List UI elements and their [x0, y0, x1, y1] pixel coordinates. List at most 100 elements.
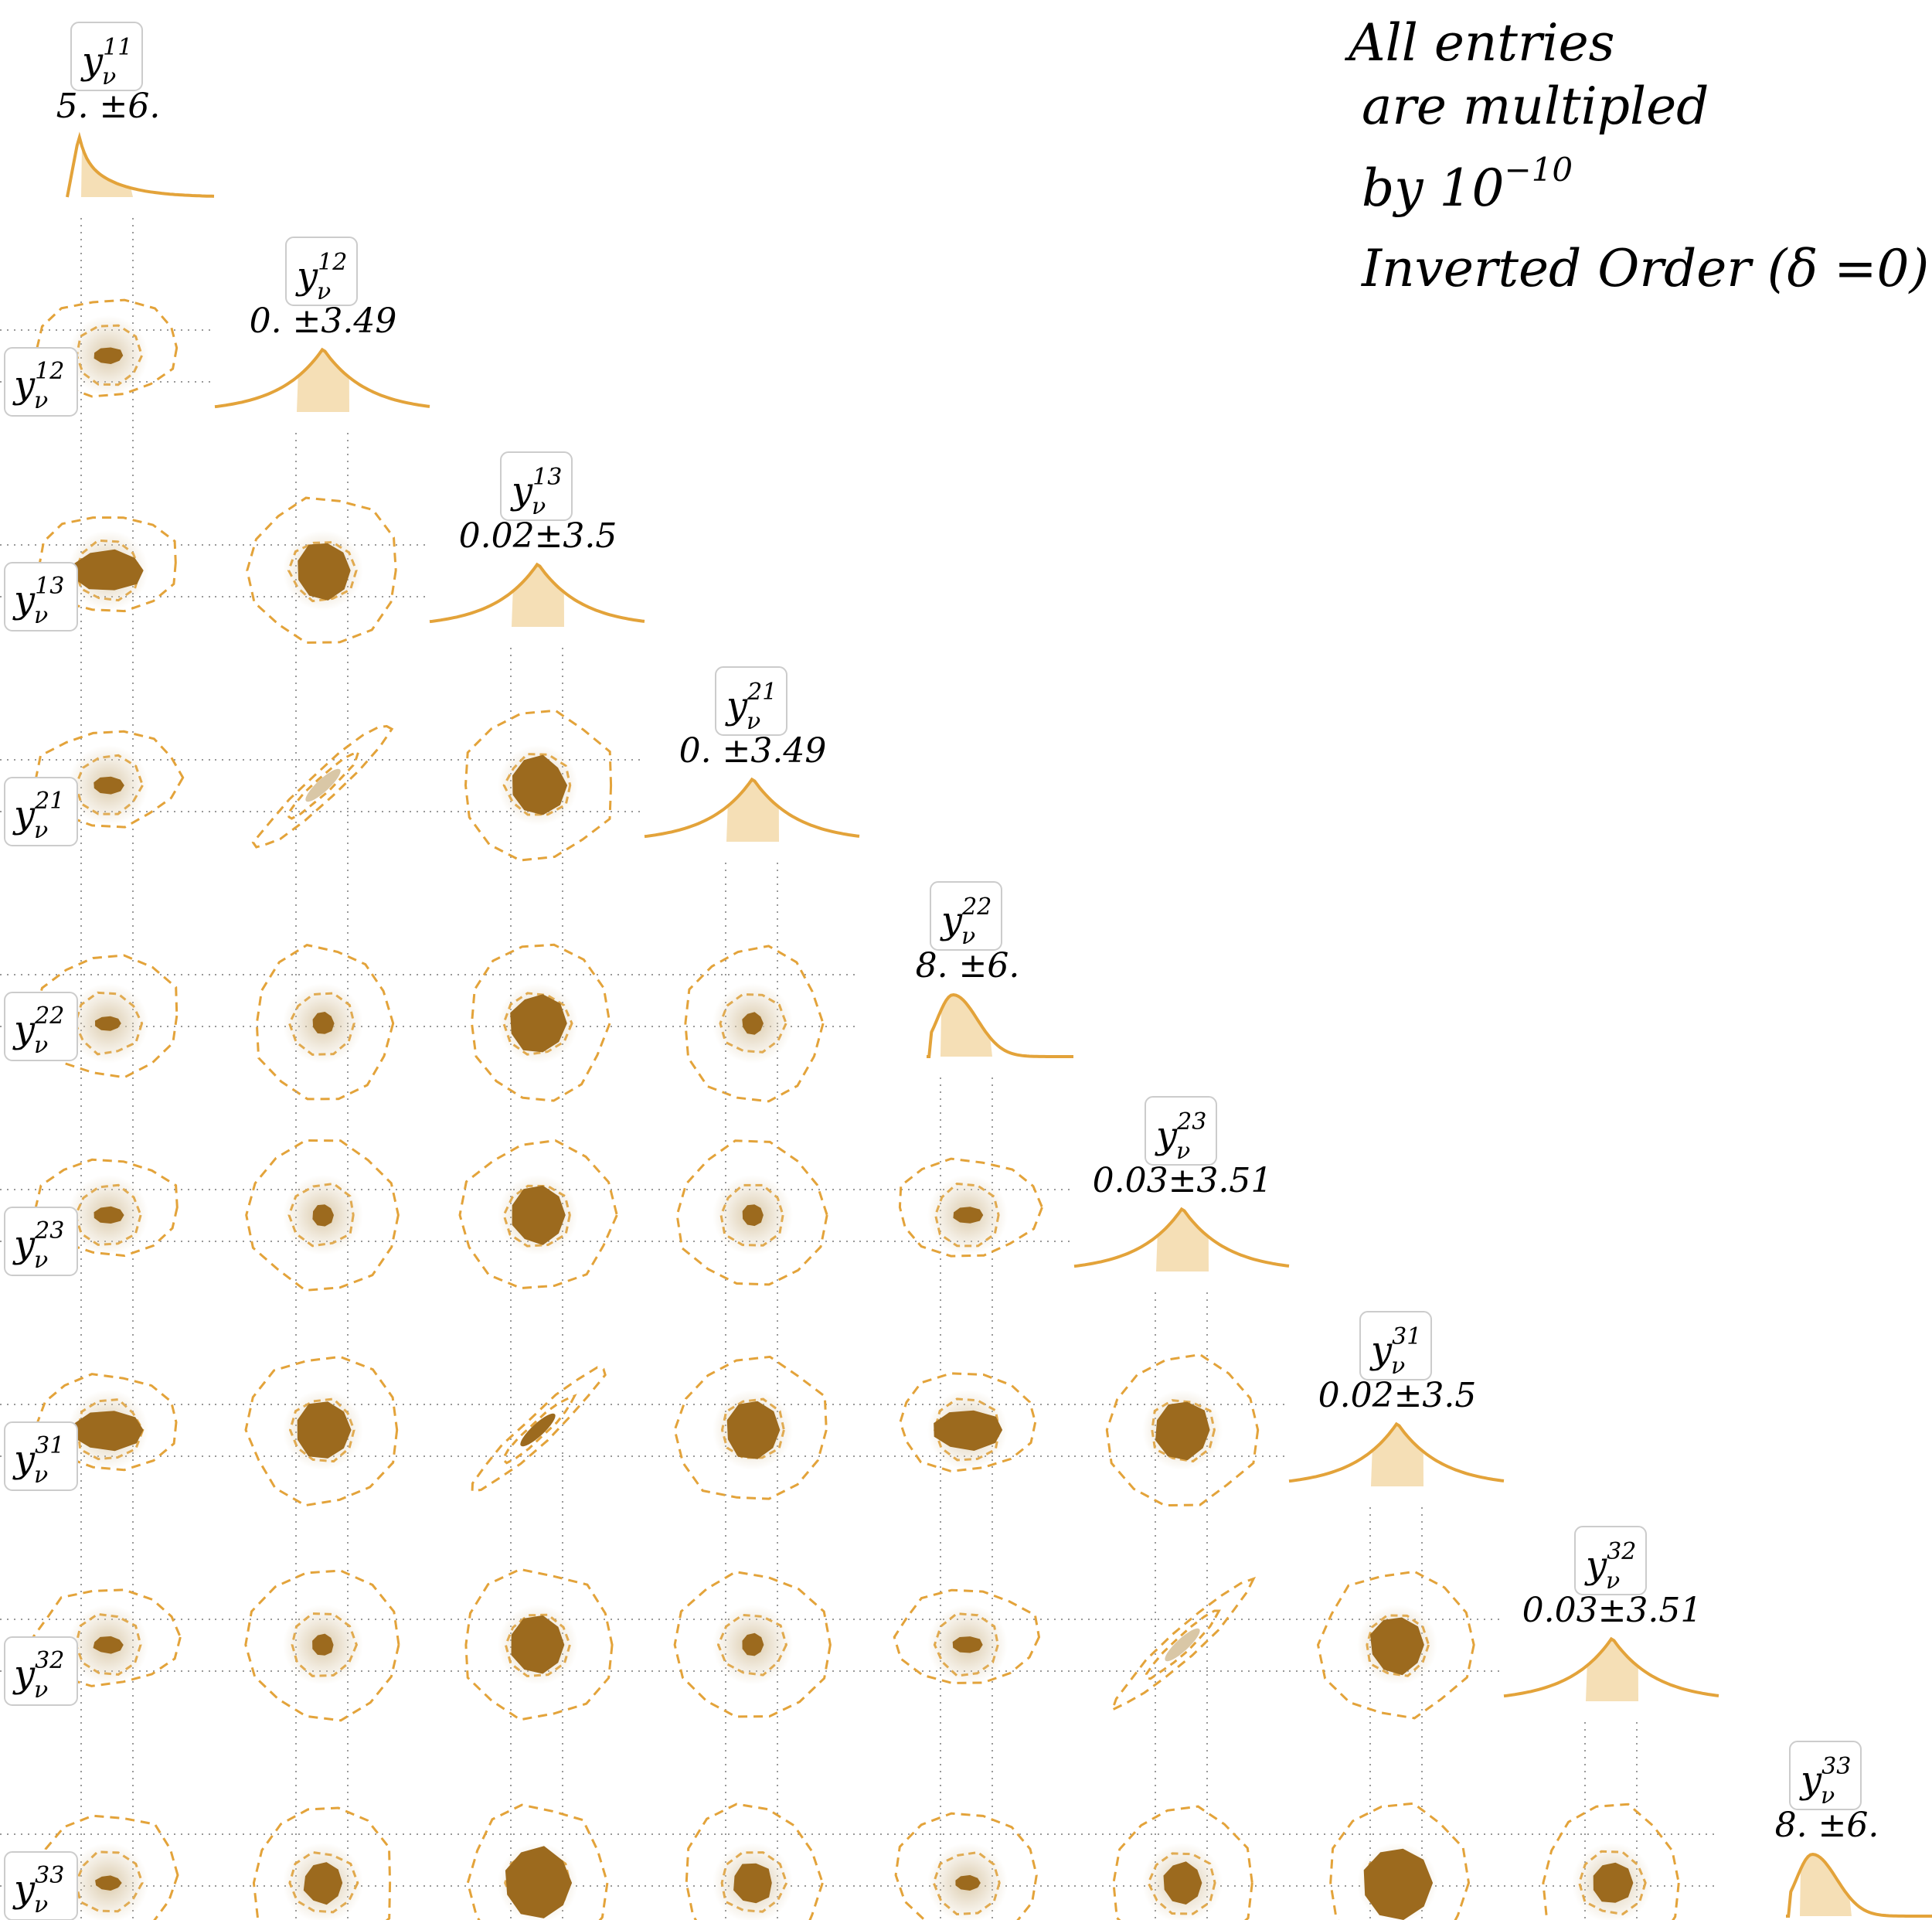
label-box — [930, 881, 1002, 951]
label-box — [4, 1207, 78, 1276]
label-superscript: 31 — [1392, 1323, 1421, 1350]
label-subscript: ν — [34, 1032, 48, 1059]
contour-outer — [245, 1139, 400, 1292]
density-core — [73, 549, 144, 591]
pair-cell-32-23 — [1074, 1507, 1289, 1722]
density-core — [303, 1862, 343, 1905]
note-line-2: are multipled — [1362, 77, 1709, 136]
label-subscript: ν — [1821, 1782, 1835, 1809]
label-symbol: y — [80, 39, 104, 83]
label-superscript: 33 — [1821, 1753, 1851, 1780]
note-line-3: by 10 — [1362, 158, 1505, 218]
marginal-23: 0.03±3.51 — [1073, 1161, 1290, 1271]
label-symbol: y — [12, 793, 36, 836]
label-superscript: 33 — [35, 1862, 64, 1889]
label-symbol: y — [12, 1223, 36, 1266]
density-core — [726, 1401, 781, 1459]
density-core — [1363, 1848, 1434, 1920]
marginal-11: 5. ±6. — [56, 87, 215, 198]
density-core — [742, 1632, 764, 1656]
pair-cell-33-21 — [645, 1722, 859, 1920]
pair-cell-33-22 — [859, 1722, 1074, 1920]
density-core — [511, 1615, 565, 1674]
label-subscript: ν — [34, 1247, 48, 1274]
contour-outer — [464, 709, 613, 862]
label-box — [500, 451, 573, 521]
label-superscript: 12 — [318, 249, 347, 276]
density-core — [934, 1410, 1003, 1451]
label-symbol: y — [1155, 1114, 1178, 1157]
density-core — [312, 1012, 335, 1034]
marginal-stat-22: 8. ±6. — [916, 946, 1020, 986]
marginal-stat-13: 0.02±3.5 — [459, 516, 617, 556]
pair-cell-23-21 — [645, 1077, 859, 1292]
label-superscript: 32 — [35, 1647, 64, 1674]
label-symbol: y — [1799, 1758, 1822, 1802]
label-symbol: y — [1369, 1329, 1393, 1372]
label-superscript: 32 — [1607, 1538, 1636, 1565]
label-subscript: ν — [1391, 1353, 1405, 1380]
contour-outer — [684, 945, 825, 1103]
marginal-12: 0. ±3.49 — [214, 301, 430, 412]
label-subscript: ν — [34, 817, 48, 844]
density-core — [510, 994, 567, 1053]
marginal-curve — [1073, 1207, 1290, 1268]
pair-cell-32-12 — [215, 1507, 430, 1722]
contour-outer — [251, 724, 394, 849]
contour-outer — [673, 1571, 832, 1718]
contour-inner — [502, 1394, 577, 1465]
pair-cell-31-13 — [430, 1292, 645, 1507]
marginal-band — [1156, 1209, 1209, 1271]
label-box — [4, 1421, 78, 1491]
label-subscript: ν — [34, 1677, 48, 1704]
label-symbol: y — [510, 469, 533, 512]
label-superscript: 21 — [34, 788, 64, 815]
marginal-band — [297, 349, 349, 412]
marginal-curve — [1288, 1421, 1505, 1483]
density-core — [94, 776, 124, 795]
density-core — [95, 1016, 121, 1031]
density-core — [94, 347, 124, 364]
marginal-band — [81, 146, 133, 197]
contour-outer — [1329, 1802, 1471, 1920]
label-subscript: ν — [317, 278, 331, 305]
marginal-band — [1800, 1854, 1852, 1916]
label-superscript: 21 — [747, 679, 777, 706]
pair-cell-32-22 — [859, 1507, 1074, 1722]
contour-outer — [471, 1366, 607, 1493]
density-core — [297, 1401, 352, 1459]
label-box — [1789, 1741, 1862, 1810]
density-core — [1593, 1862, 1634, 1903]
density-core — [1370, 1617, 1424, 1676]
pair-cell-32-31 — [1289, 1507, 1504, 1722]
density-core — [512, 1185, 566, 1245]
label-superscript: 13 — [532, 464, 562, 491]
contour-inner — [287, 751, 360, 820]
density-core — [1163, 1861, 1202, 1905]
label-superscript: 23 — [1176, 1108, 1206, 1135]
pair-cell-32-21 — [645, 1507, 859, 1722]
density-core — [93, 1636, 124, 1654]
label-symbol: y — [12, 1008, 36, 1051]
density-core — [955, 1874, 981, 1891]
label-box — [4, 777, 78, 846]
label-box — [4, 992, 78, 1061]
pair-cell-12-11 — [0, 218, 215, 433]
label-symbol: y — [12, 1867, 36, 1911]
